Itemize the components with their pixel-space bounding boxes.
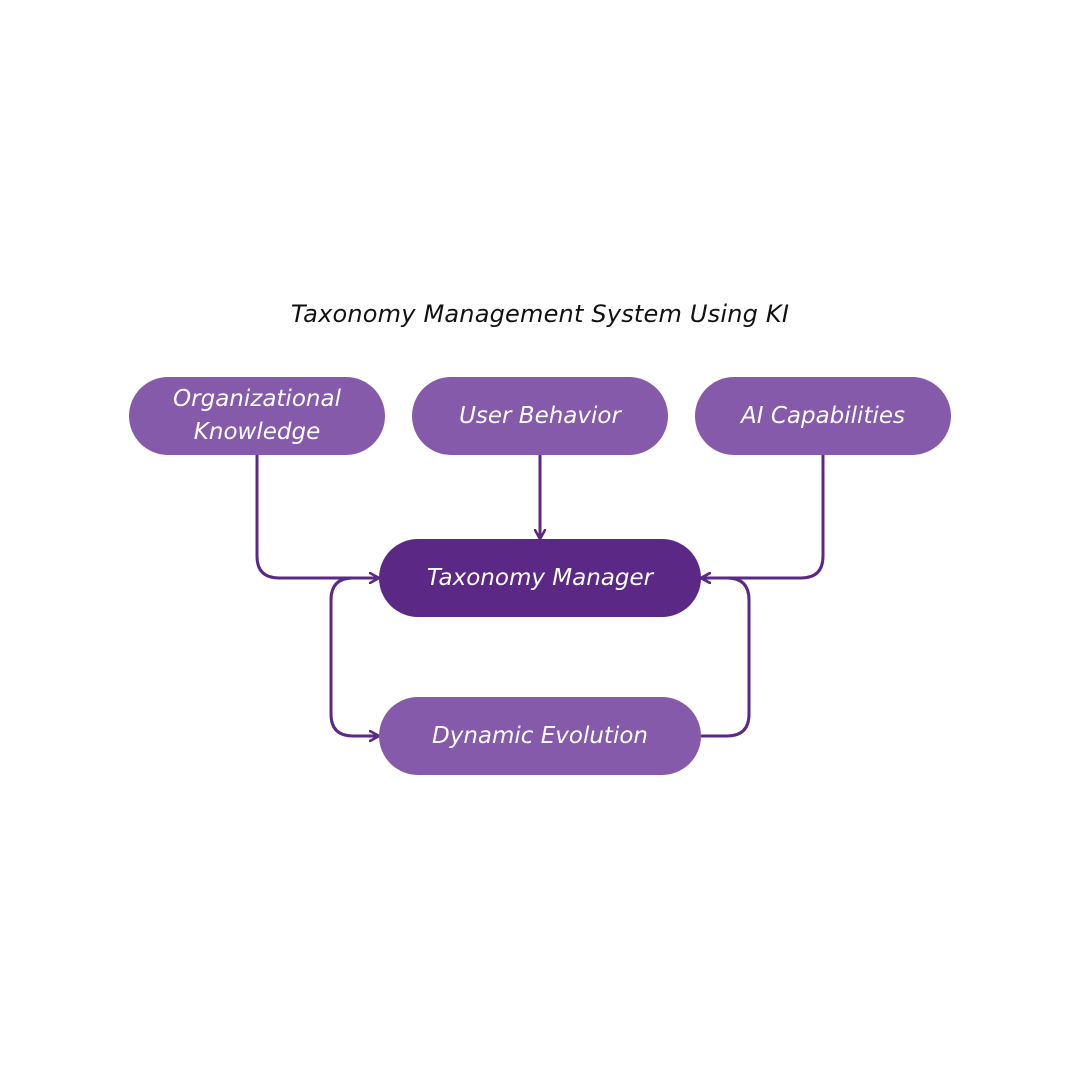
edge-ai-capabilities-to-taxonomy-manager xyxy=(699,453,825,578)
diagram-title: Taxonomy Management System Using KI xyxy=(290,300,790,328)
node-label-ai-capabilities: AI Capabilities xyxy=(741,402,905,429)
node-organizational-knowledge: Organizational Knowledge xyxy=(129,377,385,455)
edge-taxonomy-manager-to-dynamic-evolution xyxy=(329,576,381,736)
node-label-user-behavior: User Behavior xyxy=(459,402,621,429)
node-user-behavior: User Behavior xyxy=(412,377,668,455)
node-taxonomy-manager: Taxonomy Manager xyxy=(379,539,701,617)
node-label-organizational-knowledge: Organizational Knowledge xyxy=(173,386,341,445)
node-label-dynamic-evolution: Dynamic Evolution xyxy=(432,722,648,749)
edge-dynamic-evolution-to-taxonomy-manager xyxy=(699,578,751,738)
node-ai-capabilities: AI Capabilities xyxy=(695,377,951,455)
node-label-taxonomy-manager: Taxonomy Manager xyxy=(426,564,654,591)
node-dynamic-evolution: Dynamic Evolution xyxy=(379,697,701,775)
edge-organizational-knowledge-to-taxonomy-manager xyxy=(255,453,381,578)
